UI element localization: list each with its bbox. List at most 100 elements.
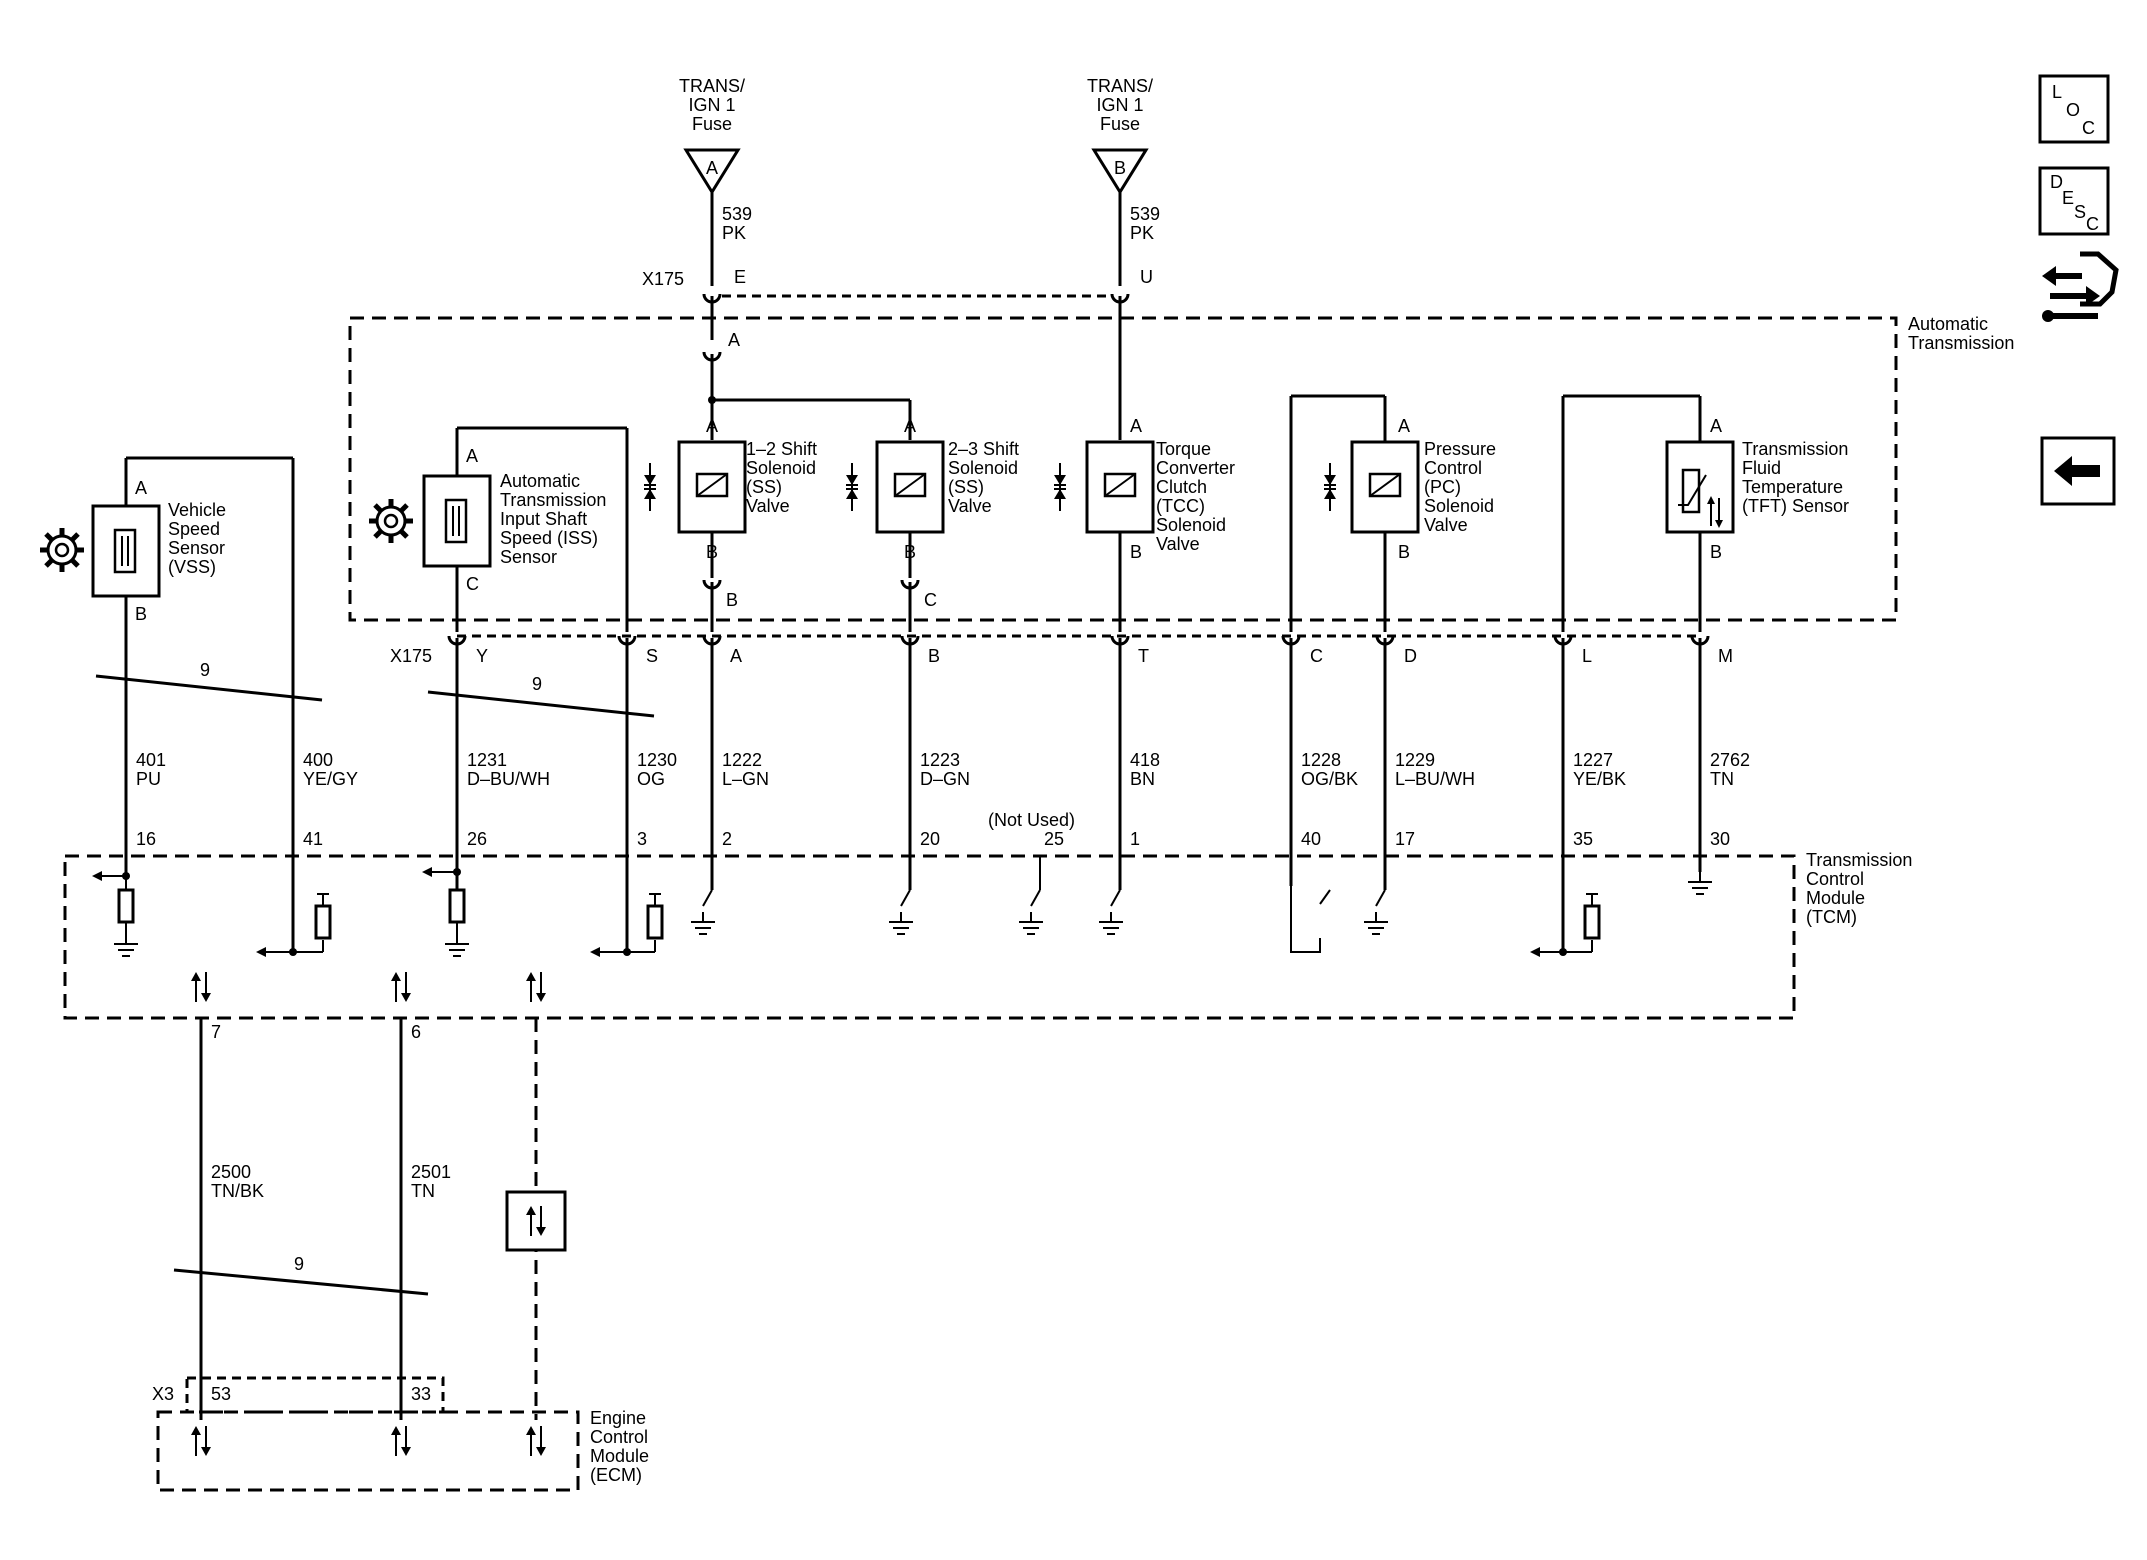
fuse-a-letter: A bbox=[706, 158, 718, 178]
ss23-label-4: Valve bbox=[948, 496, 992, 516]
arrow-left-icon bbox=[2054, 456, 2100, 486]
wire-3-pin: 3 bbox=[637, 829, 647, 849]
ss23-label-1: 2–3 Shift bbox=[948, 439, 1019, 459]
desc-letter-d: D bbox=[2050, 172, 2063, 192]
fuse-a-label-2: IGN 1 bbox=[688, 95, 735, 115]
auto-trans-label-2: Transmission bbox=[1908, 333, 2014, 353]
ss12-label-1: 1–2 Shift bbox=[746, 439, 817, 459]
wire-4-color: L–GN bbox=[722, 769, 769, 789]
wire-8-circuit: 1229 bbox=[1395, 750, 1435, 770]
x175-pin-b: B bbox=[928, 646, 940, 666]
back-button[interactable] bbox=[2040, 436, 2116, 506]
ss12-label-2: Solenoid bbox=[746, 458, 816, 478]
x175-pin-a: A bbox=[730, 646, 742, 666]
wire-1-circuit: 400 bbox=[303, 750, 333, 770]
loc-letter-c: C bbox=[2082, 118, 2095, 138]
wire-10-circuit: 2762 bbox=[1710, 750, 1750, 770]
wire-2-color: D–BU/WH bbox=[467, 769, 550, 789]
ecm-box bbox=[156, 1410, 580, 1492]
serial-1-pin-tcm: 6 bbox=[411, 1022, 421, 1042]
pc-label-4: Solenoid bbox=[1424, 496, 1494, 516]
tcc-label-2: Converter bbox=[1156, 458, 1235, 478]
wire-5-color: D–GN bbox=[920, 769, 970, 789]
tcc-label-6: Valve bbox=[1156, 534, 1200, 554]
tcm-label-1: Transmission bbox=[1806, 850, 1912, 870]
serial-0-pin-ecm: 53 bbox=[211, 1384, 231, 1404]
ecm-label-4: (ECM) bbox=[590, 1465, 642, 1485]
not-used-label: (Not Used) bbox=[988, 810, 1075, 830]
wire-4-circuit: 1222 bbox=[722, 750, 762, 770]
automatic-transmission-box bbox=[348, 316, 1898, 622]
x175-bottom-pins: Y S A B T C D L M bbox=[447, 634, 1733, 666]
ss23-sub-pin: C bbox=[924, 590, 937, 610]
x175-pin-y: Y bbox=[476, 646, 488, 666]
wire-7-color: OG/BK bbox=[1301, 769, 1358, 789]
wire-2-pin: 26 bbox=[467, 829, 487, 849]
wire-2-circuit: 1231 bbox=[467, 750, 507, 770]
serial-0-color: TN/BK bbox=[211, 1181, 264, 1201]
pc-label-2: Control bbox=[1424, 458, 1482, 478]
wire-6-circuit: 418 bbox=[1130, 750, 1160, 770]
transmission-fluid-temperature-sensor: A B Transmission Fluid Temperature (TFT)… bbox=[1561, 394, 1849, 632]
gear-icon bbox=[40, 528, 84, 572]
serial-data-lines: 7 6 2500 TN/BK 2501 TN 9 bbox=[173, 1018, 567, 1420]
pressure-control-solenoid: A B Pressure Control (PC) Solenoid Valve bbox=[1289, 394, 1496, 632]
wire-9-pin: 35 bbox=[1573, 829, 1593, 849]
tcm-label-3: Module bbox=[1806, 888, 1865, 908]
wire-10-pin: 30 bbox=[1710, 829, 1730, 849]
valve-icon bbox=[1053, 462, 1067, 512]
wire-0-circuit: 401 bbox=[136, 750, 166, 770]
tcm-label-4: (TCM) bbox=[1806, 907, 1857, 927]
vss-pin-a: A bbox=[135, 478, 147, 498]
tft-pin-b: B bbox=[1710, 542, 1722, 562]
description-button[interactable]: D E S C bbox=[2038, 166, 2110, 236]
x175-bottom-label: X175 bbox=[390, 646, 432, 666]
pc-label-5: Valve bbox=[1424, 515, 1468, 535]
fuse-b-circuit: 539 bbox=[1130, 204, 1160, 224]
valve-icon bbox=[1323, 462, 1337, 512]
pc-pin-a: A bbox=[1398, 416, 1410, 436]
tft-pin-a: A bbox=[1710, 416, 1722, 436]
desc-letter-s: S bbox=[2074, 202, 2086, 222]
wire-7-circuit: 1228 bbox=[1301, 750, 1341, 770]
tcm-internals bbox=[92, 856, 1713, 1003]
tft-label-3: Temperature bbox=[1742, 477, 1843, 497]
x3-connector bbox=[185, 1376, 445, 1414]
wire-0-color: PU bbox=[136, 769, 161, 789]
fuse-b-label-1: TRANS/ bbox=[1087, 76, 1153, 96]
serial-0-pin-tcm: 7 bbox=[211, 1022, 221, 1042]
ss23-pin-a: A bbox=[904, 416, 916, 436]
x175-pin-s: S bbox=[646, 646, 658, 666]
iss-label-2: Transmission bbox=[500, 490, 606, 510]
iss-label-5: Sensor bbox=[500, 547, 557, 567]
desc-letter-e: E bbox=[2062, 188, 2074, 208]
wire-9-color: YE/BK bbox=[1573, 769, 1626, 789]
wire-0-pin: 16 bbox=[136, 829, 156, 849]
tcc-label-5: Solenoid bbox=[1156, 515, 1226, 535]
twist-serial-label: 9 bbox=[294, 1254, 304, 1274]
gear-icon bbox=[369, 499, 413, 543]
ss23-label-3: (SS) bbox=[948, 477, 984, 497]
tft-label-1: Transmission bbox=[1742, 439, 1848, 459]
tcc-pin-a: A bbox=[1130, 416, 1142, 436]
wire-labels: 401 PU 16 400 YE/GY 41 1231 D–BU/WH 26 1… bbox=[136, 750, 1750, 849]
iss-pin-c: C bbox=[466, 574, 479, 594]
location-button[interactable]: L O C bbox=[2038, 74, 2110, 144]
ss23-label-2: Solenoid bbox=[948, 458, 1018, 478]
wire-5-circuit: 1223 bbox=[920, 750, 960, 770]
wire-8-pin: 17 bbox=[1395, 829, 1415, 849]
connector-view-button[interactable] bbox=[2042, 251, 2119, 322]
ecm-label-3: Module bbox=[590, 1446, 649, 1466]
harness-wires bbox=[455, 638, 1702, 952]
ss12-pin-a: A bbox=[706, 416, 718, 436]
wire-6-color: BN bbox=[1130, 769, 1155, 789]
wire-8-color: L–BU/WH bbox=[1395, 769, 1475, 789]
inline-connector-a: A bbox=[728, 330, 740, 350]
x175-pin-m: M bbox=[1718, 646, 1733, 666]
desc-letter-c: C bbox=[2086, 214, 2099, 234]
iss-label-1: Automatic bbox=[500, 471, 580, 491]
serial-data-symbol bbox=[505, 1190, 567, 1252]
wire-1-color: YE/GY bbox=[303, 769, 358, 789]
pc-label-3: (PC) bbox=[1424, 477, 1461, 497]
